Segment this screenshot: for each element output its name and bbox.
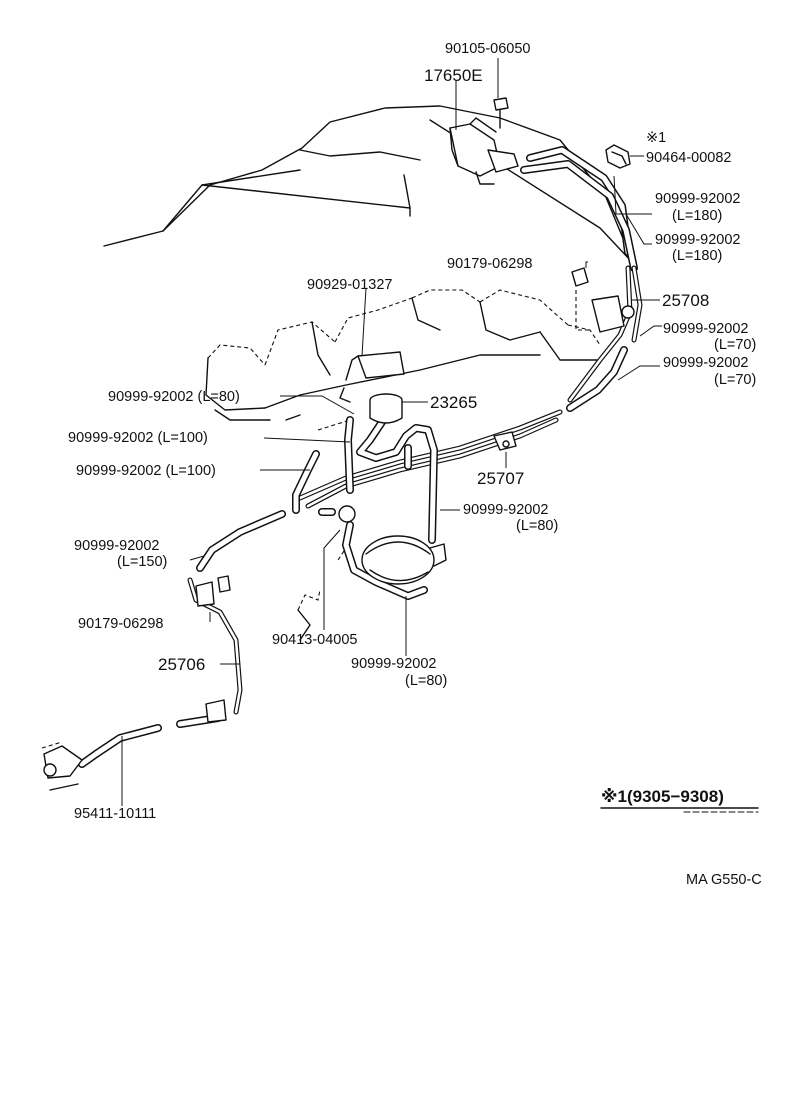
label-90179-06298-bottom: 90179-06298 bbox=[78, 616, 163, 632]
label-90464-00082: 90464-00082 bbox=[646, 150, 731, 166]
label-23265: 23265 bbox=[430, 393, 477, 412]
label-hose-70b-length: (L=70) bbox=[714, 372, 756, 388]
clamp-icon bbox=[605, 144, 631, 169]
label-hose-150: 90999-92002 bbox=[74, 538, 159, 554]
label-hose-180b-length: (L=180) bbox=[672, 248, 722, 264]
label-hose-150-length: (L=150) bbox=[117, 554, 167, 570]
label-hose-80-mid: 90999-92002 bbox=[463, 502, 548, 518]
label-90105-06050: 90105-06050 bbox=[445, 41, 530, 57]
label-25706: 25706 bbox=[158, 655, 205, 674]
bolt-icon bbox=[493, 97, 509, 111]
label-90929-01327: 90929-01327 bbox=[307, 277, 392, 293]
label-90413-04005: 90413-04005 bbox=[272, 632, 357, 648]
label-hose-180a: 90999-92002 bbox=[655, 191, 740, 207]
diagram-code: MA G550-C bbox=[686, 872, 762, 888]
vsv-valve bbox=[449, 97, 519, 185]
label-hose-80-mid-length: (L=80) bbox=[516, 518, 558, 534]
label-hose-100b: 90999-92002 (L=100) bbox=[76, 463, 216, 479]
label-25707: 25707 bbox=[477, 469, 524, 488]
label-hose-180b: 90999-92002 bbox=[655, 232, 740, 248]
hose-lines bbox=[78, 146, 643, 768]
label-95411-10111: 95411-10111 bbox=[74, 806, 156, 822]
label-hose-180a-length: (L=180) bbox=[672, 208, 722, 224]
label-hose-80-left: 90999-92002 (L=80) bbox=[108, 389, 240, 405]
label-90179-06298-top: 90179-06298 bbox=[447, 256, 532, 272]
label-hose-100a: 90999-92002 (L=100) bbox=[68, 430, 208, 446]
note-range: ※1(9305−9308) bbox=[601, 787, 724, 806]
label-note-mark: ※1 bbox=[646, 130, 666, 146]
part-labels: 90105-06050 17650E ※1 90464-00082 90999-… bbox=[68, 41, 756, 822]
components bbox=[41, 267, 635, 791]
label-25708: 25708 bbox=[662, 291, 709, 310]
label-hose-70a-length: (L=70) bbox=[714, 337, 756, 353]
label-hose-70b: 90999-92002 bbox=[663, 355, 748, 371]
leader-lines bbox=[121, 58, 662, 806]
label-hose-70a: 90999-92002 bbox=[663, 321, 748, 337]
footnote: ※1(9305−9308) MA G550-C bbox=[600, 787, 762, 888]
label-hose-80-bottom-length: (L=80) bbox=[405, 673, 447, 689]
label-hose-80-bottom: 90999-92002 bbox=[351, 656, 436, 672]
label-17650E: 17650E bbox=[424, 66, 483, 85]
